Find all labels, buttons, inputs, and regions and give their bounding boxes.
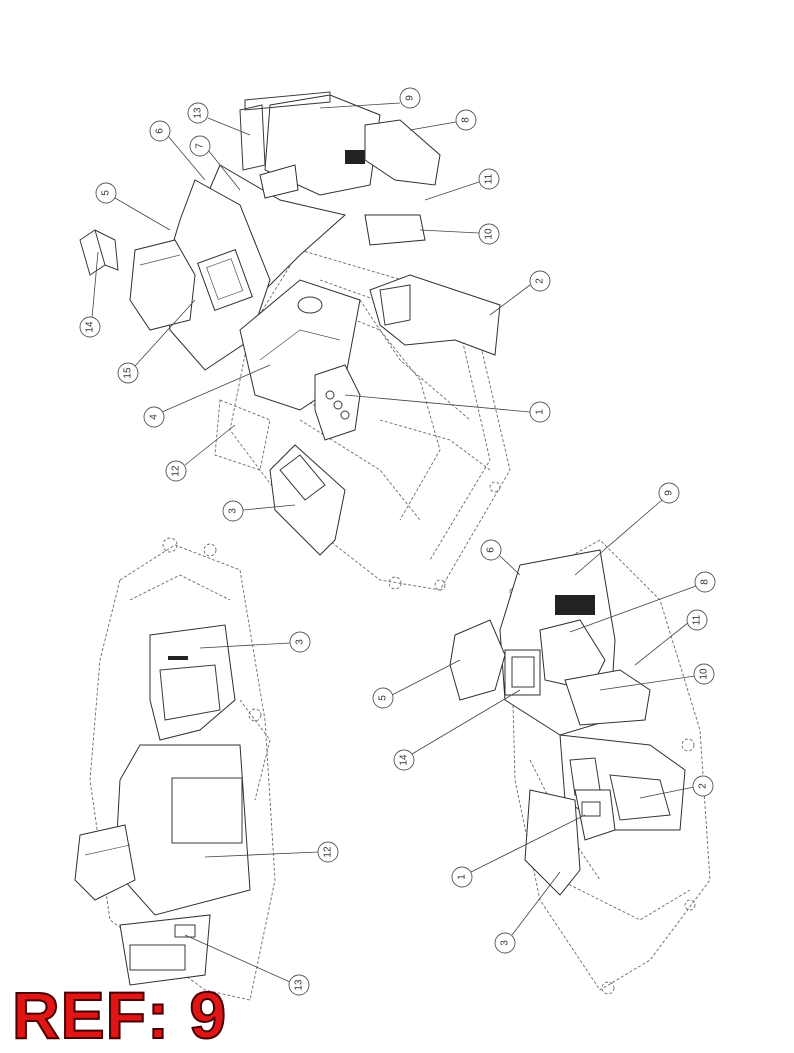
- callout-label: 3: [295, 639, 306, 645]
- callout-bubble: 13: [187, 102, 251, 136]
- callout-bubble: 10: [599, 663, 715, 691]
- callout-label: 15: [123, 367, 134, 379]
- callout-label: 2: [698, 783, 709, 789]
- callout-label: 13: [294, 979, 305, 991]
- callout-label: 6: [155, 128, 166, 134]
- callout-bubble: 14: [79, 251, 101, 338]
- callout-label: 10: [699, 668, 710, 680]
- callout-label: 2: [535, 278, 546, 284]
- callout-label: 14: [399, 754, 410, 766]
- callout-bubble: 1: [451, 814, 586, 888]
- callout-bubble: 3: [199, 631, 311, 653]
- callout-label: 6: [486, 547, 497, 553]
- callout-label: 12: [171, 465, 182, 477]
- callout-label: 7: [195, 143, 206, 149]
- callout-label: 10: [484, 228, 495, 240]
- callout-label: 3: [228, 508, 239, 514]
- callout-bubble: 7: [189, 135, 241, 191]
- callout-bubble: 9: [574, 482, 680, 576]
- right-assembled-view: [449, 539, 711, 995]
- callout-bubble: 3: [222, 500, 296, 522]
- callout-bubble: 9: [319, 87, 421, 109]
- callout-bubble: 2: [639, 775, 714, 799]
- top-exploded-view: [79, 91, 511, 591]
- callouts-right: 9 6 8 11 10 5 14 2 1 3: [372, 482, 716, 954]
- callout-bubble: 6: [149, 120, 206, 181]
- callout-label: 9: [664, 490, 675, 496]
- callouts-top: 9 8 11 10 2 1 13 6 7 5 14 15 4 12 3: [79, 87, 551, 522]
- callout-bubble: 5: [95, 182, 171, 231]
- reference-label: REF: 9: [11, 978, 228, 1052]
- callout-bubble: 11: [634, 609, 708, 666]
- callout-label: 1: [535, 409, 546, 415]
- callout-bubble: 13: [184, 934, 310, 996]
- callout-bubble: 2: [489, 270, 551, 316]
- callout-label: 8: [461, 117, 472, 123]
- callout-label: 12: [323, 846, 334, 858]
- callout-label: 9: [405, 95, 416, 101]
- callout-label: 3: [500, 940, 511, 946]
- callout-bubble: 4: [143, 364, 271, 428]
- callout-bubble: 8: [409, 109, 477, 131]
- callout-label: 11: [484, 173, 495, 184]
- callout-label: 5: [378, 695, 389, 701]
- callout-bubble: 3: [494, 871, 561, 954]
- callout-bubble: 12: [204, 841, 339, 863]
- left-assembled-view: [74, 537, 276, 1001]
- callout-label: 5: [101, 190, 112, 196]
- callouts-left: 3 12 13: [184, 631, 339, 996]
- callout-bubble: 15: [117, 299, 196, 384]
- callout-label: 8: [700, 579, 711, 585]
- callout-bubble: 14: [393, 689, 521, 771]
- callout-label: 13: [193, 107, 204, 119]
- callout-bubble: 5: [372, 659, 461, 709]
- callout-label: 11: [692, 614, 703, 625]
- callout-label: 1: [457, 874, 468, 880]
- callout-bubble: 6: [480, 539, 521, 576]
- callout-label: 14: [85, 321, 96, 333]
- callout-bubble: 10: [419, 223, 500, 245]
- callout-label: 4: [149, 414, 160, 420]
- callout-bubble: 1: [344, 394, 551, 423]
- callout-bubble: 8: [569, 571, 716, 633]
- callout-bubble: 12: [165, 424, 236, 482]
- callout-bubble: 11: [424, 168, 500, 201]
